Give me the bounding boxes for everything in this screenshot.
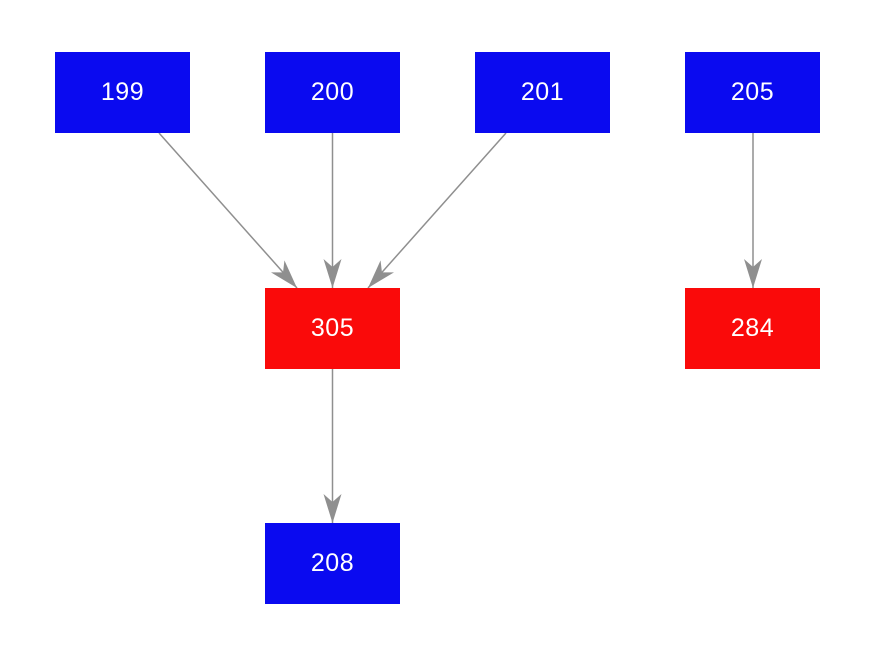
edge-199-to-305 [158,132,298,289]
node-label: 205 [730,78,775,106]
edge-201-to-305 [367,132,507,289]
node-205[interactable]: 205 [685,52,820,133]
node-label: 208 [310,549,355,577]
node-208[interactable]: 208 [265,523,400,604]
node-199[interactable]: 199 [55,52,190,133]
node-305[interactable]: 305 [265,288,400,369]
node-200[interactable]: 200 [265,52,400,133]
node-201[interactable]: 201 [475,52,610,133]
node-label: 200 [310,78,355,106]
node-284[interactable]: 284 [685,288,820,369]
node-label: 305 [310,314,355,342]
node-label: 199 [100,78,145,106]
node-label: 284 [730,314,775,342]
node-label: 201 [520,78,565,106]
